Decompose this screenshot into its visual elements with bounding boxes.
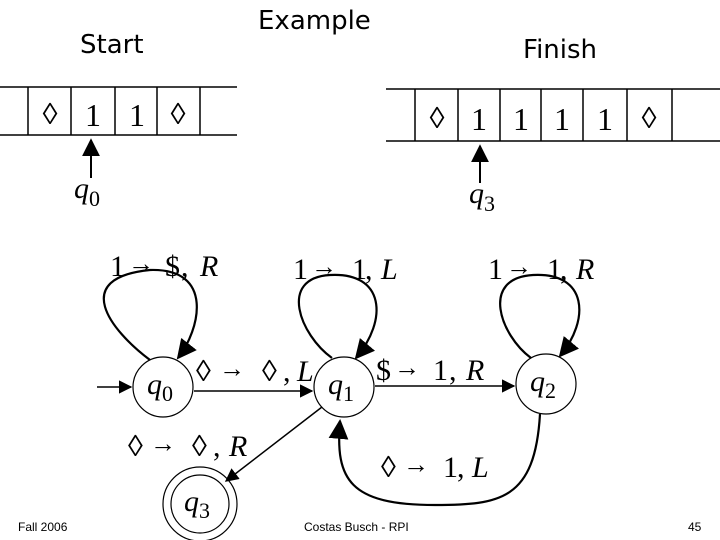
- edge-q1-q3: [224, 406, 323, 482]
- label-q1-q2: $ → 1 , R: [376, 353, 484, 387]
- svg-text:,: ,: [181, 250, 189, 283]
- svg-text:L: L: [296, 355, 314, 388]
- footer-author: Costas Busch - RPI: [304, 520, 409, 534]
- svg-text:$: $: [376, 354, 391, 387]
- svg-text:◊: ◊: [196, 355, 211, 388]
- svg-text:,: ,: [449, 354, 457, 387]
- state-q3-sub: 3: [199, 498, 210, 523]
- state-q0-sub: 0: [162, 381, 173, 406]
- finish-tape-cell: 1: [513, 101, 529, 137]
- footer-date: Fall 2006: [18, 520, 68, 534]
- example-title: Example: [258, 6, 371, 36]
- svg-text:R: R: [199, 250, 218, 283]
- arrow-glyph: →: [128, 249, 154, 278]
- svg-text:$: $: [165, 250, 180, 283]
- arrow-glyph: →: [150, 429, 176, 458]
- svg-text:R: R: [465, 354, 484, 387]
- start-tape-cell: 1: [85, 97, 101, 133]
- svg-text:1: 1: [488, 253, 503, 286]
- state-q2-name: q: [530, 365, 545, 398]
- label-q0-loop: 1 → $ , R: [110, 249, 218, 283]
- svg-text:,: ,: [283, 355, 291, 388]
- arrow-glyph: →: [403, 450, 429, 479]
- svg-text:R: R: [575, 253, 594, 286]
- state-q1-name: q: [328, 368, 343, 401]
- svg-text:q1: q1: [328, 368, 354, 406]
- start-title: Start: [80, 30, 144, 60]
- loop-arrow-q0: [102, 268, 198, 361]
- svg-text:q2: q2: [530, 365, 556, 403]
- loop-arrow-q1: [297, 273, 378, 360]
- arrow-glyph: →: [311, 252, 337, 281]
- state-q1-sub: 1: [343, 381, 354, 406]
- page-number: 45: [688, 520, 702, 534]
- state-q1: q1: [313, 356, 375, 418]
- state-q3-accepting: q3: [162, 466, 238, 540]
- finish-head-sub: 3: [484, 191, 495, 216]
- start-head-state: q: [74, 172, 89, 205]
- start-tape: ◊ 1 1 ◊: [0, 86, 237, 136]
- start-head-sub: 0: [89, 186, 100, 211]
- finish-head-state: q: [469, 177, 484, 210]
- svg-text:◊: ◊: [192, 430, 207, 463]
- svg-text:,: ,: [365, 253, 373, 286]
- svg-text:R: R: [228, 430, 247, 463]
- finish-tape-cell: 1: [554, 101, 570, 137]
- label-q1-q3: ◊ → ◊ , R: [128, 429, 247, 463]
- start-tape-cell: ◊: [43, 98, 58, 131]
- state-q0: q0: [132, 356, 194, 418]
- svg-text:q3: q3: [184, 485, 210, 523]
- state-q0-name: q: [147, 368, 162, 401]
- svg-text:L: L: [380, 253, 398, 286]
- svg-text:1: 1: [352, 253, 367, 286]
- arrow-glyph: →: [394, 353, 420, 382]
- svg-text:,: ,: [457, 451, 465, 484]
- finish-title: Finish: [523, 35, 598, 65]
- svg-text:L: L: [471, 451, 489, 484]
- svg-text:1: 1: [293, 253, 308, 286]
- label-q2-q1: ◊ → 1 , L: [381, 450, 489, 484]
- finish-tape-cell: 1: [471, 101, 487, 137]
- svg-text:1: 1: [433, 354, 448, 387]
- svg-text:q3: q3: [469, 177, 495, 216]
- svg-text:q0: q0: [74, 172, 100, 211]
- finish-tape-cell: ◊: [430, 102, 445, 135]
- state-q2: q2: [515, 353, 577, 415]
- svg-text:q0: q0: [147, 368, 173, 406]
- svg-text:◊: ◊: [381, 451, 396, 484]
- svg-text:◊: ◊: [262, 355, 277, 388]
- label-q1-loop: 1 → 1 , L: [293, 252, 398, 286]
- svg-text:1: 1: [547, 253, 562, 286]
- svg-text:1: 1: [443, 451, 458, 484]
- edge-q2-q1: [328, 413, 542, 507]
- svg-text:,: ,: [213, 430, 221, 463]
- loop-arrow-q2: [499, 273, 581, 359]
- finish-tape: ◊ 1 1 1 1 ◊: [386, 88, 720, 142]
- start-head: q0: [74, 138, 100, 211]
- state-q2-sub: 2: [545, 378, 556, 403]
- finish-head: q3: [469, 144, 495, 216]
- svg-text:,: ,: [560, 253, 568, 286]
- label-q2-loop: 1 → 1 , R: [488, 252, 594, 286]
- state-q3-name: q: [184, 485, 199, 518]
- arrow-glyph: →: [219, 354, 245, 383]
- svg-text:◊: ◊: [128, 430, 143, 463]
- start-tape-cell: ◊: [171, 98, 186, 131]
- arrow-glyph: →: [506, 252, 532, 281]
- start-tape-cell: 1: [129, 97, 145, 133]
- finish-tape-cell: ◊: [642, 102, 657, 135]
- svg-text:1: 1: [110, 250, 125, 283]
- label-q0-q1: ◊ → ◊ , L: [196, 354, 314, 388]
- finish-tape-cell: 1: [597, 101, 613, 137]
